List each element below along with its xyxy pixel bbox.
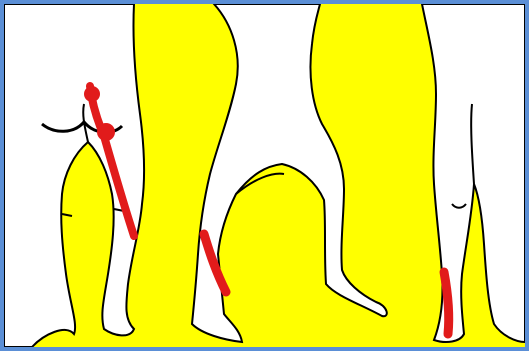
back-view-pain-point-lower xyxy=(97,123,115,141)
back-view-pain-point-upper xyxy=(84,86,100,102)
sciatica-legs-illustration xyxy=(4,4,525,347)
front-view-pain-path xyxy=(444,272,449,334)
